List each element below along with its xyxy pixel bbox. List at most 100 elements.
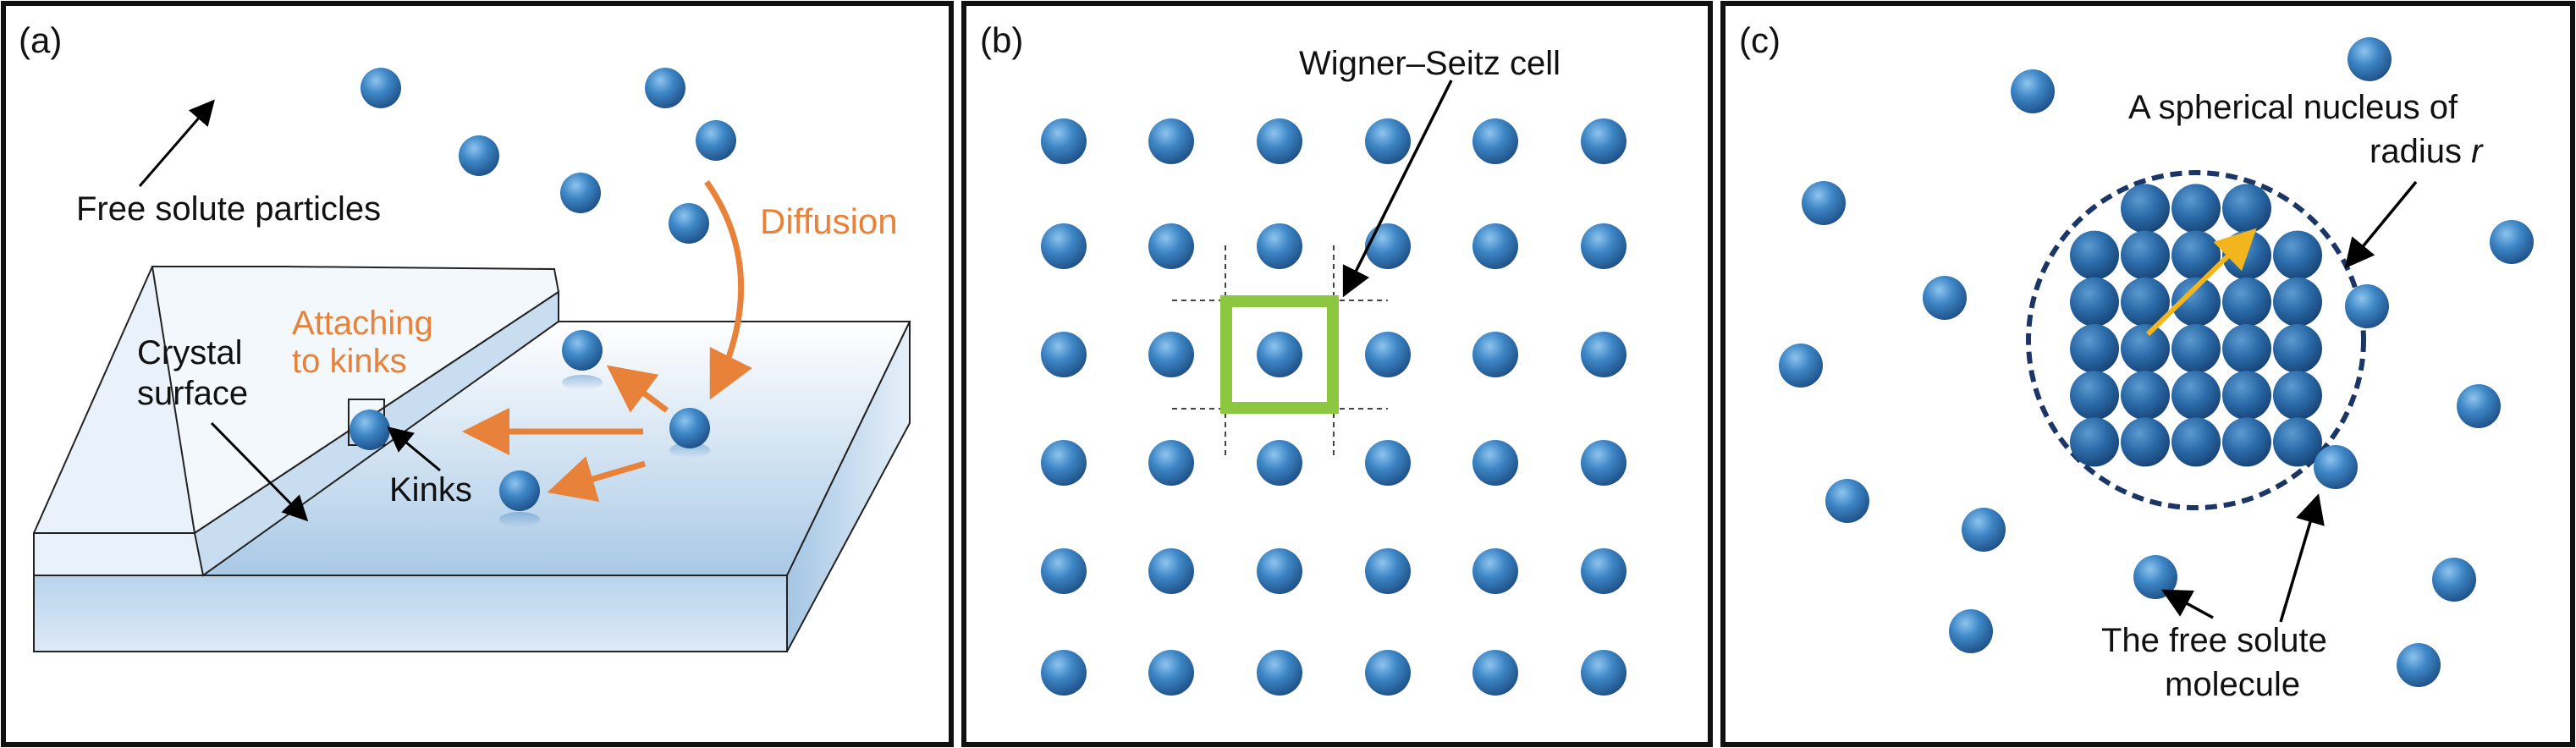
particle-reflection <box>499 512 540 527</box>
lattice-particle <box>1148 332 1194 377</box>
nucleus-outline <box>2026 170 2366 510</box>
lattice-particle <box>1148 650 1194 696</box>
attaching-label-1: Attaching <box>292 305 433 342</box>
nucleus-particle <box>2121 371 2170 421</box>
solute-particle <box>499 470 540 511</box>
lattice-particle <box>1148 223 1194 269</box>
nucleus-label-1: A spherical nucleus of <box>2128 89 2458 126</box>
solute-particle <box>669 408 710 448</box>
free-solute-molecule <box>2348 37 2392 81</box>
wigner-seitz-cell <box>1220 295 1339 414</box>
free-molecule-label-1: The free solute <box>2101 622 2327 659</box>
free-molecule-label-2: molecule <box>2165 666 2300 703</box>
crystal-label-2: surface <box>137 375 248 412</box>
kinks-label: Kinks <box>389 471 472 509</box>
solute-particle <box>562 330 603 371</box>
crystal-label-1: Crystal <box>137 334 242 371</box>
panel-a-tag: (a) <box>19 20 62 60</box>
free-molecule-arrow-left <box>2160 589 2214 619</box>
free-solute-molecule <box>1923 276 1967 320</box>
lattice-particle <box>1472 332 1518 377</box>
lattice-particle <box>1041 118 1087 164</box>
lattice-particle <box>1365 650 1411 696</box>
lattice-particle <box>1148 118 1194 164</box>
radius-arrow <box>2145 228 2257 337</box>
lattice-particle <box>1041 548 1087 594</box>
lattice-particle <box>1581 223 1627 269</box>
lattice-particle <box>1472 548 1518 594</box>
panel-c: A spherical nucleus of radius r The free… <box>1720 1 2575 747</box>
particles-c <box>1779 37 2534 687</box>
lattice-particle <box>1581 332 1627 377</box>
panel-b-tag: (b) <box>980 20 1023 60</box>
nucleus-particle <box>2070 230 2119 280</box>
diffusion-label: Diffusion <box>760 201 898 241</box>
free-solute-molecule <box>2397 643 2441 687</box>
nucleus-particle <box>2070 417 2119 467</box>
nucleus-particle <box>2273 277 2322 327</box>
nucleus-particle <box>2070 324 2119 373</box>
lattice-particle <box>1472 440 1518 486</box>
crystal-arrow <box>210 421 309 522</box>
lattice-particle <box>1472 223 1518 269</box>
lattice-particle <box>1365 332 1411 377</box>
lattice-particle <box>1365 223 1411 269</box>
panel-a: Free solute particles Diffusion Attachin… <box>1 1 954 747</box>
nucleus-particle <box>2171 230 2221 280</box>
nucleus-particle <box>2121 184 2170 234</box>
free-solute-molecule <box>2314 445 2358 489</box>
nucleus-particle <box>2273 417 2322 467</box>
nucleus-particle <box>2171 324 2221 373</box>
nucleus-particle <box>2121 324 2170 373</box>
free-solute-molecule <box>1802 181 1846 225</box>
nucleus-particle <box>2273 230 2322 280</box>
free-solute-molecule <box>2011 69 2055 113</box>
nucleus-arrow <box>2344 180 2418 269</box>
lattice-particle <box>1257 548 1302 594</box>
kinks-arrow <box>387 426 441 472</box>
solute-particle <box>459 135 499 176</box>
lattice-particle <box>1581 650 1627 696</box>
crystal-side-face <box>786 321 911 652</box>
free-particles-arrow <box>138 99 215 187</box>
solute-particle <box>361 68 401 108</box>
lattice-particle <box>1257 440 1302 486</box>
nucleus-particle <box>2121 230 2170 280</box>
lattice-particle <box>1257 650 1302 696</box>
wigner-seitz-arrow <box>1342 80 1453 298</box>
solute-particle <box>560 173 601 213</box>
nucleus-particle <box>2171 277 2221 327</box>
attach-arrow-up <box>606 365 669 413</box>
nucleus-particle <box>2070 277 2119 327</box>
attaching-label-2: to kinks <box>292 343 407 380</box>
lattice-particle <box>1148 440 1194 486</box>
lattice-particle <box>1148 548 1194 594</box>
nucleus-particle <box>2273 371 2322 421</box>
wigner-seitz-label: Wigner–Seitz cell <box>1299 45 1560 82</box>
lattice-particle <box>1472 650 1518 696</box>
free-molecule-arrow-right <box>2279 493 2325 623</box>
particle-reflection <box>562 375 603 390</box>
lattice-particle <box>1365 118 1411 164</box>
particles-a <box>350 68 736 511</box>
panel-b: Wigner–Seitz cell (b) <box>961 1 1713 747</box>
nucleus-particle <box>2222 277 2271 327</box>
free-solute-molecule <box>2432 558 2476 602</box>
nucleus-particle <box>2171 184 2221 234</box>
lattice-particle <box>1472 118 1518 164</box>
lattice-particle <box>1041 440 1087 486</box>
nucleus-label-2: radius r <box>2370 133 2484 170</box>
solute-particle <box>645 68 685 108</box>
nucleus-particle <box>2121 417 2170 467</box>
free-solute-molecule <box>1825 479 1869 523</box>
nucleus-particle <box>2070 371 2119 421</box>
particles-b <box>1041 118 1627 696</box>
free-solute-molecule <box>2133 555 2177 599</box>
lattice-particle <box>1257 118 1302 164</box>
crystal-front-face <box>33 575 788 652</box>
panel-c-tag: (c) <box>1739 20 1781 60</box>
free-solute-molecule <box>1779 344 1823 388</box>
free-solute-molecule <box>1962 508 2006 552</box>
free-solute-molecule <box>2345 284 2389 328</box>
